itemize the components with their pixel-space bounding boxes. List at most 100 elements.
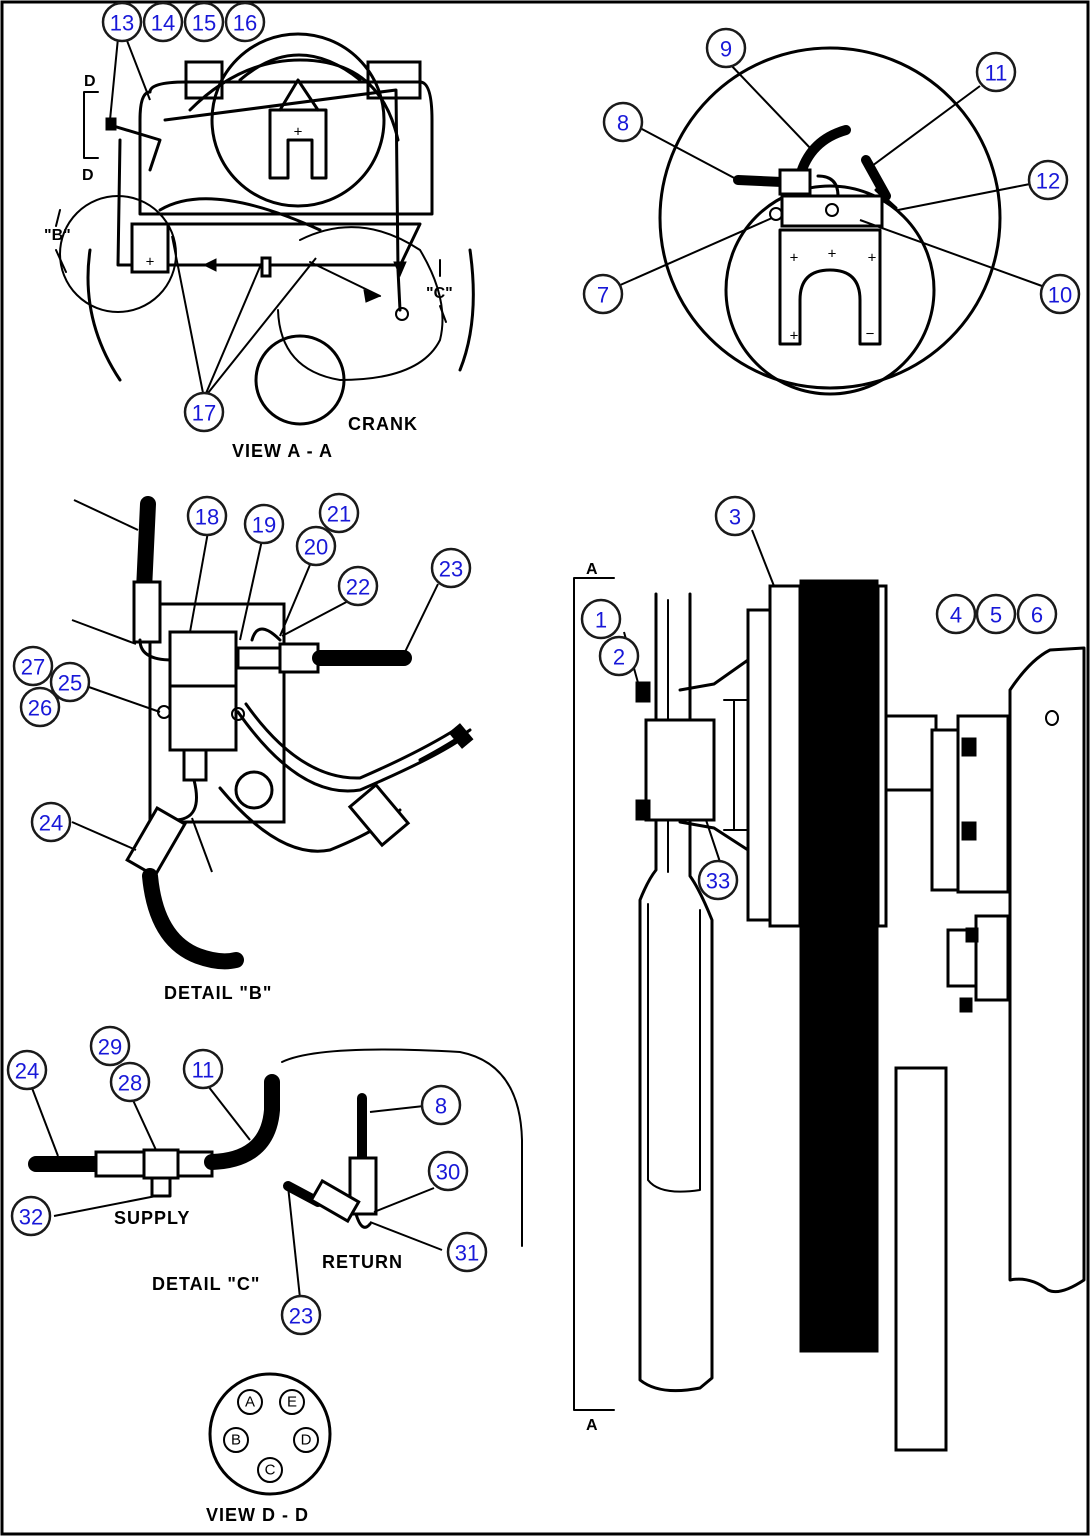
- part-number: 23: [289, 1304, 313, 1329]
- svg-text:+: +: [790, 328, 799, 345]
- part-number: 28: [118, 1071, 142, 1096]
- section-a-bottom: A: [586, 1417, 598, 1434]
- part-number: 8: [435, 1094, 447, 1119]
- svg-text:+: +: [790, 250, 799, 267]
- part-balloon-8: 8: [602, 101, 644, 143]
- part-balloon-26: 26: [19, 686, 61, 728]
- part-number: 7: [597, 283, 609, 308]
- part-number: 32: [19, 1205, 43, 1230]
- part-number: 1: [595, 608, 607, 633]
- part-number: 20: [304, 535, 328, 560]
- svg-text:+: +: [868, 250, 877, 267]
- part-balloon-31: 31: [446, 1231, 488, 1273]
- view-dd-connector: A E B D C: [208, 1372, 332, 1496]
- part-balloon-15: 15: [183, 1, 225, 43]
- detail-b-drawing: [71, 496, 474, 970]
- part-balloon-5: 5: [975, 593, 1017, 635]
- part-number: 21: [327, 502, 351, 527]
- part-balloon-10: 10: [1039, 273, 1081, 315]
- part-balloon-16: 16: [224, 1, 266, 43]
- part-balloon-23: 23: [280, 1294, 322, 1336]
- part-number: 27: [21, 655, 45, 680]
- crank-label: CRANK: [348, 414, 418, 434]
- side-view-drawing: A A: [573, 529, 1086, 1452]
- part-balloon-7: 7: [582, 273, 624, 315]
- top-right-view-drawing: + + + + −: [617, 46, 1043, 396]
- part-balloon-8: 8: [420, 1084, 462, 1126]
- part-balloon-3: 3: [714, 495, 756, 537]
- part-balloon-18: 18: [186, 495, 228, 537]
- svg-text:+: +: [294, 124, 303, 141]
- part-balloon-27: 27: [12, 645, 54, 687]
- part-balloon-23: 23: [430, 547, 472, 589]
- part-balloon-29: 29: [89, 1025, 131, 1067]
- detail-c-title: DETAIL "C": [152, 1274, 260, 1294]
- view-dd-title: VIEW D - D: [206, 1505, 309, 1525]
- part-number: 33: [706, 869, 730, 894]
- part-number: 22: [346, 575, 370, 600]
- part-number: 6: [1031, 603, 1043, 628]
- supply-label: SUPPLY: [114, 1208, 190, 1228]
- part-number: 16: [233, 11, 257, 36]
- svg-text:+: +: [146, 254, 155, 271]
- part-number: 5: [990, 603, 1002, 628]
- part-balloon-33: 33: [697, 859, 739, 901]
- part-number: 13: [110, 11, 134, 36]
- part-number: 24: [15, 1059, 39, 1084]
- part-number: 11: [985, 61, 1008, 86]
- part-number: 2: [613, 645, 625, 670]
- view-aa-title: VIEW A - A: [232, 441, 333, 461]
- part-number: 15: [192, 11, 216, 36]
- part-balloon-12: 12: [1027, 159, 1069, 201]
- section-d-top: D: [84, 73, 96, 90]
- pin-b: B: [231, 1432, 241, 1449]
- part-balloon-21: 21: [318, 492, 360, 534]
- part-number: 31: [455, 1241, 479, 1266]
- part-number: 25: [58, 671, 82, 696]
- section-a-top: A: [586, 561, 598, 578]
- section-d-bottom: D: [82, 167, 94, 184]
- part-balloon-11: 11: [182, 1048, 224, 1090]
- part-number: 3: [729, 505, 741, 530]
- part-balloon-11: 11: [975, 51, 1017, 93]
- minus-terminal: −: [866, 326, 875, 343]
- part-number: 30: [436, 1160, 460, 1185]
- part-number: 23: [439, 557, 463, 582]
- svg-text:+: +: [828, 246, 837, 263]
- part-number: 19: [252, 513, 276, 538]
- part-balloon-20: 20: [295, 525, 337, 567]
- part-number: 8: [617, 111, 629, 136]
- part-number: 18: [195, 505, 219, 530]
- callout-b: "B": [44, 227, 71, 244]
- part-number: 17: [192, 401, 216, 426]
- part-number: 4: [950, 603, 962, 628]
- part-number: 9: [720, 37, 732, 62]
- part-balloon-25: 25: [49, 661, 91, 703]
- pin-d: D: [301, 1432, 312, 1449]
- part-balloon-30: 30: [427, 1150, 469, 1192]
- part-balloon-17: 17: [183, 391, 225, 433]
- part-balloon-24: 24: [30, 801, 72, 843]
- part-balloon-14: 14: [142, 1, 184, 43]
- part-balloon-6: 6: [1016, 593, 1058, 635]
- part-number: 10: [1048, 283, 1072, 308]
- view-aa-drawing: D D + + "B" "C": [44, 32, 475, 426]
- part-balloon-9: 9: [705, 27, 747, 69]
- part-balloon-2: 2: [598, 635, 640, 677]
- part-balloon-24: 24: [6, 1049, 48, 1091]
- part-balloon-13: 13: [101, 1, 143, 43]
- part-balloon-4: 4: [935, 593, 977, 635]
- pin-a: A: [245, 1394, 255, 1411]
- part-balloon-32: 32: [10, 1195, 52, 1237]
- part-number: 24: [39, 811, 63, 836]
- pin-e: E: [287, 1394, 297, 1411]
- part-balloon-19: 19: [243, 503, 285, 545]
- detail-c-drawing: [28, 1048, 523, 1299]
- part-number: 14: [151, 11, 175, 36]
- return-label: RETURN: [322, 1252, 403, 1272]
- part-number: 29: [98, 1035, 122, 1060]
- part-balloon-1: 1: [580, 598, 622, 640]
- part-number: 26: [28, 696, 52, 721]
